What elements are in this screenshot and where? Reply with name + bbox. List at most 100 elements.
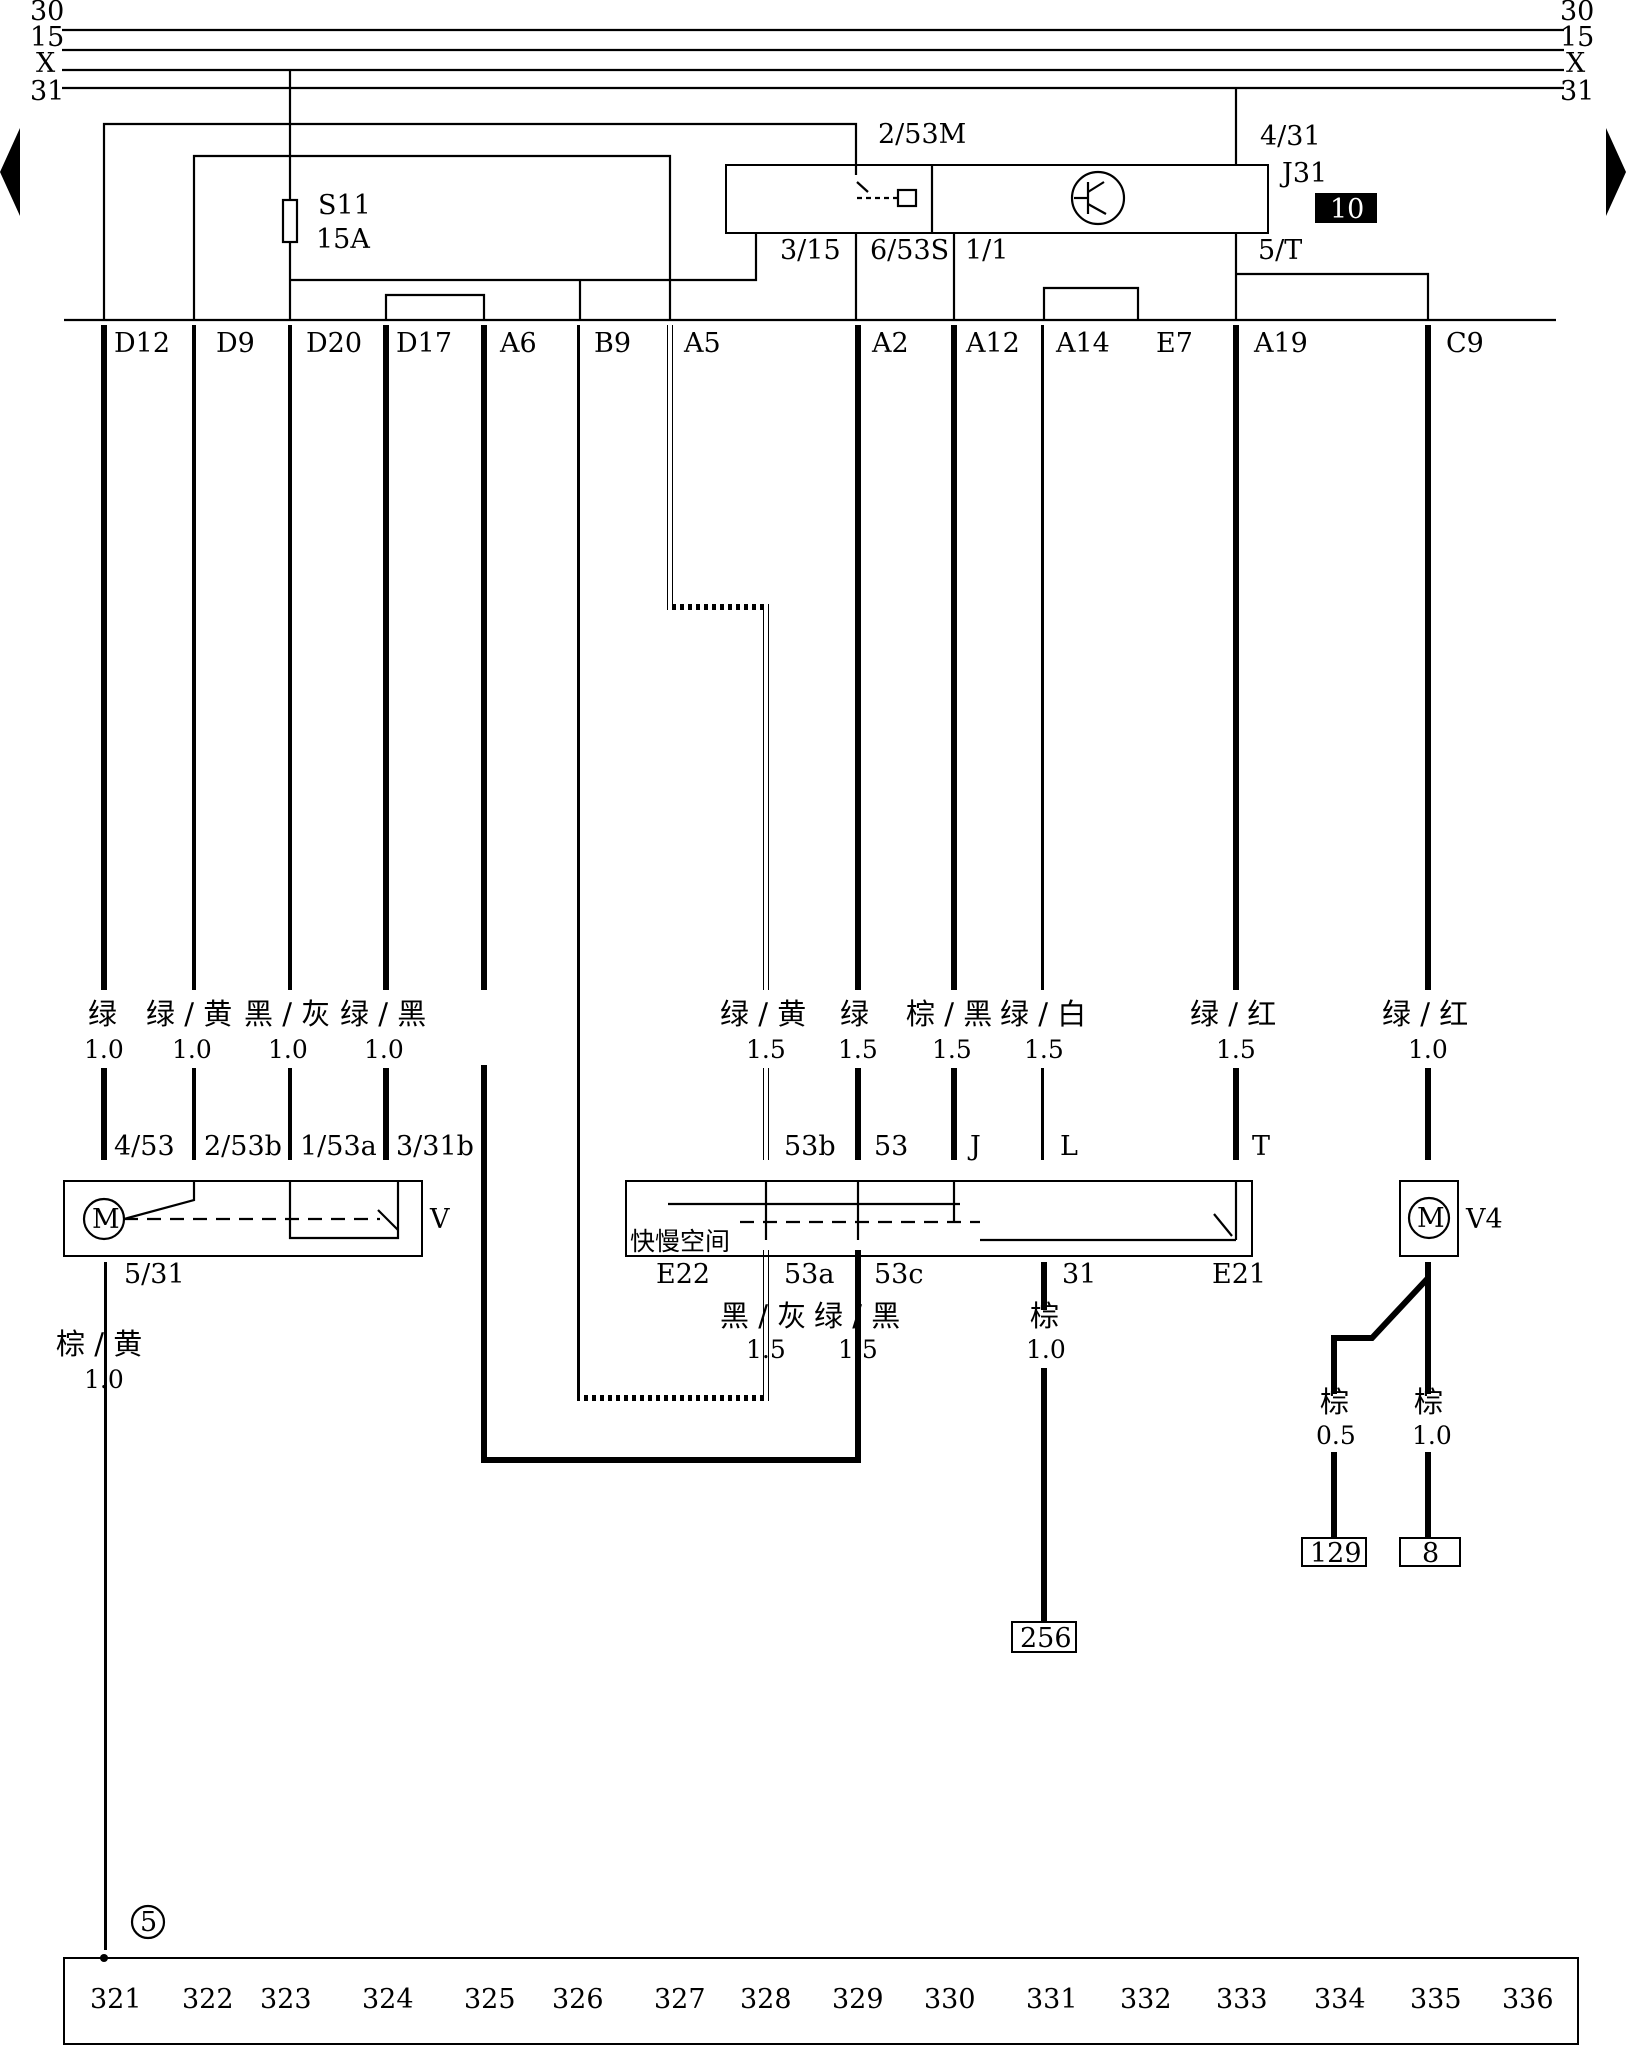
conn-b9: B9 xyxy=(594,328,631,359)
motor-v-pin-3-31b: 3/31b xyxy=(396,1131,474,1162)
switch-pin-53b: 53b xyxy=(784,1131,836,1162)
motor-v4-symbol: M xyxy=(1417,1203,1445,1234)
grid-numbers: 321 322 323 324 325 326 327 328 329 330 … xyxy=(63,1957,1579,2045)
motor-v4: M V4 棕 0.5 棕 1.0 129 8 xyxy=(1301,1180,1503,1569)
switch-label-e21: E21 xyxy=(1212,1259,1266,1290)
wire-2-size: 1.0 xyxy=(268,1035,308,1064)
conn-a5: A5 xyxy=(683,328,721,359)
conn-d12: D12 xyxy=(114,328,170,359)
bus-label-left-3: 31 xyxy=(30,76,64,107)
conn-a6: A6 xyxy=(499,328,537,359)
grid-334: 334 xyxy=(1314,1984,1366,2015)
grid-330: 330 xyxy=(924,1984,976,2015)
grid-322: 322 xyxy=(182,1984,234,2015)
grid-335: 335 xyxy=(1410,1984,1462,2015)
motor-v: M V 4/53 2/53b 1/53a 3/31b 5/31 棕 / 黄 1.… xyxy=(56,1131,474,1950)
switch-pin-53: 53 xyxy=(874,1131,908,1162)
motor-v4-ref-129: 129 xyxy=(1310,1538,1362,1569)
switch-pin-53c: 53c xyxy=(874,1259,923,1290)
relay-pin-4-31: 4/31 xyxy=(1260,121,1321,152)
grid-323: 323 xyxy=(260,1984,312,2015)
wire-7-size: 1.5 xyxy=(1024,1035,1064,1064)
switch-wire-0-size: 1.5 xyxy=(746,1335,786,1364)
main-wires xyxy=(101,325,1431,1463)
wire-6-color: 棕 / 黑 xyxy=(906,997,992,1031)
wire-1-size: 1.0 xyxy=(172,1035,212,1064)
wire-5-color: 绿 xyxy=(840,997,869,1031)
wire-6-size: 1.5 xyxy=(932,1035,972,1064)
switch-pin-j: J xyxy=(967,1131,981,1162)
grid-331: 331 xyxy=(1026,1984,1078,2015)
wire-8-size: 1.5 xyxy=(1216,1035,1256,1064)
wire-1-color: 绿 / 黄 xyxy=(146,997,232,1031)
next-page-arrow[interactable] xyxy=(1606,128,1626,216)
wire-5-size: 1.5 xyxy=(838,1035,878,1064)
wire-3-color: 绿 / 黑 xyxy=(340,997,426,1031)
relay-badge-text: 10 xyxy=(1330,194,1364,225)
fuse-s11: S11 15A xyxy=(281,70,371,320)
switch-wire-1-size: 1.5 xyxy=(838,1335,878,1364)
switch-pin-53a: 53a xyxy=(784,1259,834,1290)
motor-v-pin-2-53b: 2/53b xyxy=(204,1131,282,1162)
switch-ref: 256 xyxy=(1020,1623,1072,1654)
grid-332: 332 xyxy=(1120,1984,1172,2015)
grid-329: 329 xyxy=(832,1984,884,2015)
grid-321: 321 xyxy=(90,1984,142,2015)
conn-d9: D9 xyxy=(216,328,255,359)
bus-label-left-2: X xyxy=(36,48,56,79)
motor-v-ground-size: 1.0 xyxy=(84,1365,124,1394)
switch-wire-2-size: 1.0 xyxy=(1026,1335,1066,1364)
relay-pin-6-53s: 6/53S xyxy=(870,235,949,266)
bus-label-right-1: 15 xyxy=(1560,22,1594,53)
wire-2-color: 黑 / 灰 xyxy=(244,997,330,1031)
switch-label-e22: E22 xyxy=(656,1259,710,1290)
ground-point: 5 xyxy=(100,1904,166,1962)
switch-wire-1-color: 绿 / 黑 xyxy=(814,1299,900,1333)
motor-v-pin-4-53: 4/53 xyxy=(114,1131,175,1162)
ground-point-number: 5 xyxy=(140,1907,157,1938)
switch-wire-2-color: 棕 xyxy=(1030,1299,1059,1333)
switch-pin-t: T xyxy=(1252,1131,1270,1162)
motor-v-symbol: M xyxy=(92,1204,120,1235)
relay-badge xyxy=(1315,193,1377,223)
wire-8-color: 绿 / 红 xyxy=(1190,997,1276,1031)
relay-name: J31 xyxy=(1279,158,1327,189)
conn-a19: A19 xyxy=(1253,328,1308,359)
bus-label-left-0: 30 xyxy=(30,0,64,27)
lower-wire-stubs xyxy=(101,1068,1431,1160)
grid-333: 333 xyxy=(1216,1984,1268,2015)
fuse-rating: 15A xyxy=(316,224,370,255)
conn-a14: A14 xyxy=(1055,328,1110,359)
conn-c9: C9 xyxy=(1446,328,1484,359)
relay-j31: J31 10 2/53M 4/31 3/15 6/53S 1/1 5/T xyxy=(725,119,1377,266)
motor-v4-wire-0-size: 0.5 xyxy=(1316,1421,1356,1450)
wire-0-size: 1.0 xyxy=(84,1035,124,1064)
relay-pin-3-15: 3/15 xyxy=(780,235,841,266)
prev-page-arrow[interactable] xyxy=(0,128,20,216)
motor-v-ground-color: 棕 / 黄 xyxy=(56,1327,142,1361)
wire-9-size: 1.0 xyxy=(1408,1035,1448,1064)
motor-v4-wire-0-color: 棕 xyxy=(1320,1385,1349,1419)
wire-4-color: 绿 / 黄 xyxy=(720,997,806,1031)
power-bus: 30 15 X 31 30 15 X 31 xyxy=(30,0,1594,107)
wire-7-color: 绿 / 白 xyxy=(1000,997,1086,1031)
grid-328: 328 xyxy=(740,1984,792,2015)
motor-v4-name: V4 xyxy=(1465,1204,1503,1235)
conn-a12: A12 xyxy=(965,328,1020,359)
wire-9-color: 绿 / 红 xyxy=(1382,997,1468,1031)
switch-wire-0-color: 黑 / 灰 xyxy=(720,1299,806,1333)
motor-v4-ref-8: 8 xyxy=(1422,1538,1439,1569)
switch-position-text: 快慢空间 xyxy=(630,1227,730,1256)
motor-v-pin-5-31: 5/31 xyxy=(124,1259,185,1290)
bus-label-right-2: X xyxy=(1566,48,1586,79)
relay-pin-5-t: 5/T xyxy=(1258,235,1302,266)
wire-4-size: 1.5 xyxy=(746,1035,786,1064)
relay-pin-1-1: 1/1 xyxy=(965,235,1008,266)
fuse-name: S11 xyxy=(318,190,371,221)
wiper-switch: 快慢空间 E22 E21 53b 53 J L T 53a 53c 31 黑 /… xyxy=(625,1131,1270,1654)
conn-a2: A2 xyxy=(871,328,909,359)
wire-0-color: 绿 xyxy=(88,997,117,1031)
grid-324: 324 xyxy=(362,1984,414,2015)
motor-v4-wire-1-color: 棕 xyxy=(1414,1385,1443,1419)
